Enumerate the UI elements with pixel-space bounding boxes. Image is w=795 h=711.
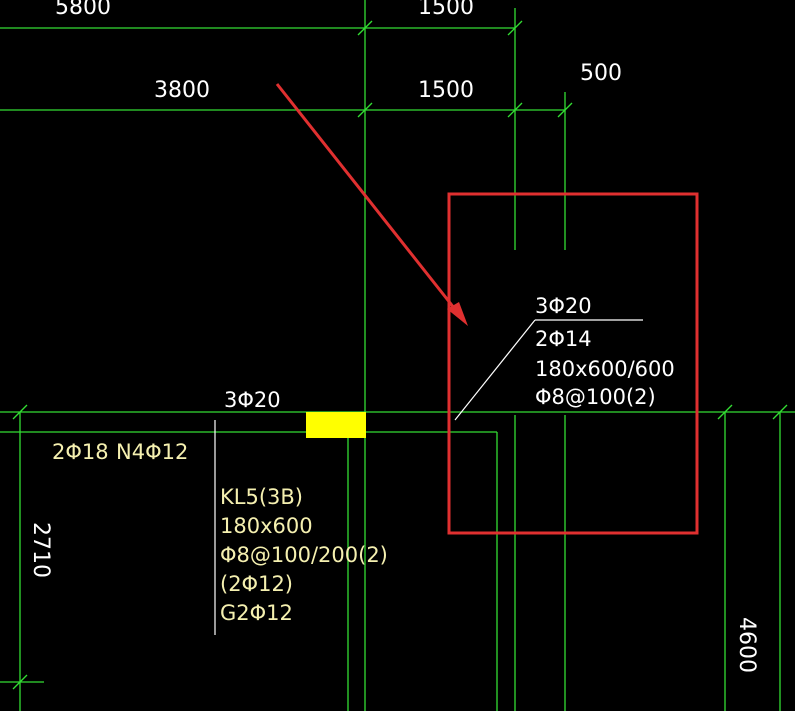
arrow-pointer (275, 83, 468, 326)
leader-lines (214, 319, 643, 635)
right-beam-top-rebar: 3Φ20 (535, 294, 592, 318)
right-beam-bottom-rebar: 2Φ14 (535, 327, 592, 351)
dim-top-right: 1500 (418, 0, 474, 20)
dim-top-left: 5800 (55, 0, 111, 20)
dim-right-vertical: 4600 (734, 617, 759, 673)
column-block (306, 412, 366, 438)
dim-second-middle: 1500 (418, 78, 474, 103)
left-beam-top-rebar: 3Φ20 (224, 388, 281, 412)
highlight-box (447, 192, 699, 535)
left-beam-section: 180x600 (220, 514, 313, 538)
right-beam-section: 180x600/600 (535, 357, 675, 381)
left-beam-bottom-rebar: 2Φ18 (52, 440, 109, 464)
right-beam-stirrup: Φ8@100(2) (535, 385, 656, 409)
left-beam-stirrup: Φ8@100/200(2) (220, 543, 388, 567)
left-beam-erection: (2Φ12) (220, 572, 293, 596)
left-beam-side-rebar: G2Φ12 (220, 601, 293, 625)
left-beam-name: KL5(3B) (220, 485, 303, 509)
dim-second-right: 500 (580, 61, 622, 86)
left-beam-torsion-rebar: N4Φ12 (116, 440, 188, 464)
dim-second-left: 3800 (154, 78, 210, 103)
dim-left-vertical: 2710 (28, 522, 53, 578)
